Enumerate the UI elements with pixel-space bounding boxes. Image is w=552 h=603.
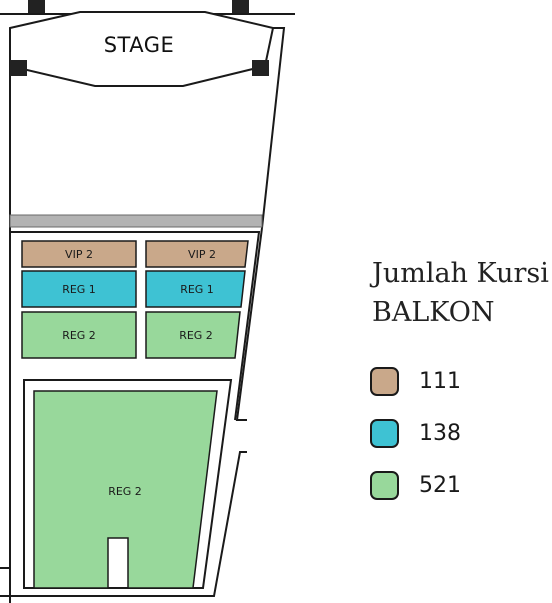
- stage-label: STAGE: [104, 33, 175, 57]
- balcony-outline: [10, 231, 261, 421]
- section-label: REG 2: [108, 485, 142, 498]
- legend-value: 111: [419, 368, 461, 394]
- section-label: REG 2: [62, 329, 96, 342]
- stage: STAGE: [9, 0, 275, 87]
- speaker-icon: [232, 0, 249, 13]
- legend-swatch: [370, 366, 399, 396]
- section-vip2-left[interactable]: VIP 2: [21, 240, 137, 268]
- section-label: REG 2: [179, 329, 213, 342]
- section-reg2-left[interactable]: REG 2: [21, 311, 137, 359]
- section-vip2-right[interactable]: VIP 2: [145, 240, 249, 268]
- legend-title-line: Jumlah Kursi: [372, 258, 549, 289]
- speaker-icon: [10, 60, 27, 76]
- legend-swatch: [370, 418, 399, 448]
- section-reg1-left[interactable]: REG 1: [21, 270, 137, 308]
- section-label: VIP 2: [65, 248, 93, 261]
- legend-value: 521: [419, 472, 461, 498]
- speaker-icon: [252, 60, 269, 76]
- section-reg1-right[interactable]: REG 1: [145, 270, 246, 308]
- walkway: [9, 214, 263, 228]
- section-reg2-right[interactable]: REG 2: [145, 311, 241, 359]
- legend-item-reg2: 521: [370, 469, 461, 501]
- section-label: REG 1: [180, 283, 214, 296]
- legend-value: 138: [419, 420, 461, 446]
- section-label: VIP 2: [188, 248, 216, 261]
- section-reg2-large[interactable]: REG 2: [33, 390, 218, 589]
- legend-item-reg1: 138: [370, 417, 461, 449]
- legend-title-line: BALKON: [372, 297, 495, 328]
- legend-swatch: [370, 470, 399, 500]
- legend-item-vip2: 111: [370, 365, 461, 397]
- legend-title: Jumlah Kursi BALKON: [372, 254, 549, 332]
- section-label: REG 1: [62, 283, 96, 296]
- speaker-icon: [28, 0, 45, 13]
